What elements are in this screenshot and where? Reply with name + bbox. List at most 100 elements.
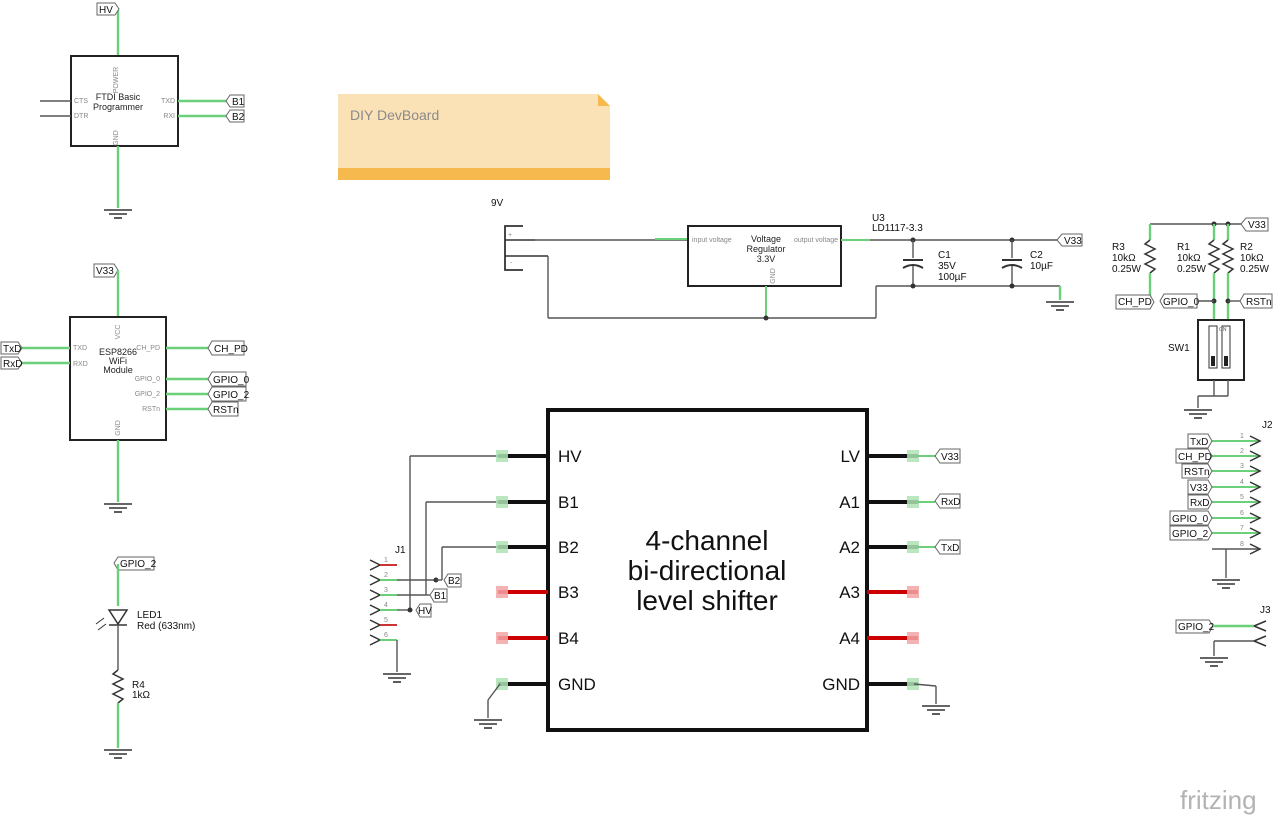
shifter-label-left: B3 xyxy=(558,583,579,602)
r2-rstn-label: RSTn xyxy=(1246,297,1272,308)
esp8266-module[interactable]: V33 ESP8266 WiFi Module VCC GND TXD RXD … xyxy=(0,263,250,513)
supply-minus: - xyxy=(510,260,513,267)
connector-icon xyxy=(1249,543,1262,555)
reg-v33-label: V33 xyxy=(1064,236,1082,247)
resistor-icon xyxy=(111,669,125,704)
shifter-pin-left[interactable] xyxy=(496,450,508,462)
shifter-rxd-label: RxD xyxy=(941,497,960,508)
j2-pin-number: 3 xyxy=(1240,463,1244,470)
connector-icon xyxy=(369,574,382,586)
c1-voltage: 35V xyxy=(938,261,956,272)
shifter-label-right: A3 xyxy=(839,583,860,602)
note-text: DIY DevBoard xyxy=(350,107,439,123)
fritzing-logo: fritzing xyxy=(1180,785,1257,815)
ground-icon xyxy=(1183,409,1213,419)
led-color: Red (633nm) xyxy=(137,621,195,632)
shifter-label-left: GND xyxy=(558,675,596,694)
j1-pin-number: 1 xyxy=(384,557,388,564)
shifter-pin-left[interactable] xyxy=(496,632,508,644)
esp-rxd-label: RxD xyxy=(3,359,22,370)
reg-name: Voltage xyxy=(751,234,781,244)
reg-part: LD1117-3.3 xyxy=(872,223,923,234)
led-circuit[interactable]: GPIO_2 LED1 Red (633nm) R4 1kΩ xyxy=(95,556,195,759)
shifter-pin-left[interactable] xyxy=(496,586,508,598)
shifter-pin-right[interactable] xyxy=(907,632,919,644)
shifter-pin-right[interactable] xyxy=(907,541,919,553)
shifter-pin-left[interactable] xyxy=(496,496,508,508)
connector-icon xyxy=(1253,620,1267,632)
resistor-icon xyxy=(1221,239,1235,274)
j2-pin-number: 8 xyxy=(1240,541,1244,548)
shifter-pin-right[interactable] xyxy=(907,678,919,690)
esp-pin-chpd: CH_PD xyxy=(136,345,160,352)
sw-v33-label: V33 xyxy=(1248,220,1266,231)
shifter-pin-left[interactable] xyxy=(496,678,508,690)
dip-switch-icon[interactable] xyxy=(1197,319,1245,381)
supply-label: 9V xyxy=(491,198,504,209)
j1-pin-number: 3 xyxy=(384,587,388,594)
connector-icon xyxy=(1249,527,1262,539)
r3-chpd-label: CH_PD xyxy=(1118,297,1152,308)
ground-icon xyxy=(103,503,133,513)
shifter-v33-label: V33 xyxy=(941,452,959,463)
j2-net-label: RxD xyxy=(1190,498,1209,509)
sw-on-label: ON xyxy=(1219,327,1227,333)
shifter-pin-right[interactable] xyxy=(907,496,919,508)
j2-pin-number: 1 xyxy=(1240,433,1244,440)
c2-ref: C2 xyxy=(1030,250,1043,261)
shifter-title-2: bi-directional xyxy=(628,555,787,586)
shifter-label-right: A4 xyxy=(839,629,860,648)
j2-net-label: GPIO_2 xyxy=(1172,529,1209,540)
esp-pin-rstn: RSTn xyxy=(142,406,160,413)
connector-icon xyxy=(1249,450,1262,462)
connector-icon xyxy=(1249,512,1262,524)
reg-gnd-label: GND xyxy=(770,268,777,284)
j2-net-label: GPIO_0 xyxy=(1172,514,1209,525)
led-ref: LED1 xyxy=(137,610,162,621)
j2-net-label: RSTn xyxy=(1184,467,1210,478)
j1-b1-label: B1 xyxy=(434,591,447,602)
r2-ref: R2 xyxy=(1240,242,1253,253)
ftdi-programmer[interactable]: HV FTDI Basic Programmer POWER GND CTS D… xyxy=(40,2,245,219)
j2-pin-number: 2 xyxy=(1240,448,1244,455)
reg-name-3: 3.3V xyxy=(757,254,776,264)
ftdi-pin-cts: CTS xyxy=(74,98,88,105)
j3-header[interactable]: J3 GPIO_2 xyxy=(1175,605,1271,667)
power-section[interactable]: 9V + - Voltage Regulator 3.3V input volt… xyxy=(491,198,1083,321)
shifter-pin-left[interactable] xyxy=(496,541,508,553)
j2-ref: J2 xyxy=(1262,420,1273,431)
ftdi-pin-txd: TXD xyxy=(161,98,175,105)
j2-header[interactable]: J2 1TxD2CH_PD3RSTn4V335RxD6GPIO_07GPIO_2… xyxy=(1169,420,1273,589)
dc-jack-icon xyxy=(504,225,523,271)
r3-value: 10kΩ xyxy=(1112,253,1136,264)
level-shifter[interactable]: 4-channel bi-directional level shifter H… xyxy=(473,408,961,732)
j2-pin-number: 5 xyxy=(1240,494,1244,501)
reset-switch-section[interactable]: V33 R3 10kΩ 0.25W CH_PD R1 10kΩ 0.25W GP… xyxy=(1112,217,1273,419)
esp-pin-gpio2: GPIO_2 xyxy=(135,391,160,398)
shifter-pin-right[interactable] xyxy=(907,586,919,598)
ftdi-name-2: Programmer xyxy=(93,102,143,112)
j1-hv-label: HV xyxy=(418,606,432,617)
esp-pin-vcc: VCC xyxy=(115,325,122,340)
j2-pin-number: 6 xyxy=(1240,510,1244,517)
devboard-note[interactable]: DIY DevBoard xyxy=(338,94,610,180)
ground-icon xyxy=(103,749,133,759)
shifter-title-1: 4-channel xyxy=(646,525,769,556)
r4-value: 1kΩ xyxy=(132,690,151,701)
j2-net-label: TxD xyxy=(1190,437,1208,448)
resistor-icon xyxy=(1143,239,1157,274)
c2-cap: 10µF xyxy=(1030,261,1053,272)
shifter-title-3: level shifter xyxy=(636,585,778,616)
shifter-pin-right[interactable] xyxy=(907,450,919,462)
j3-gpio2-label: GPIO_2 xyxy=(1178,622,1215,633)
j1-pin-number: 4 xyxy=(384,602,388,609)
esp-name: ESP8266 xyxy=(99,347,137,357)
connector-icon xyxy=(1249,481,1262,493)
esp-name-3: Module xyxy=(103,365,133,375)
ground-icon xyxy=(473,719,503,729)
shifter-txd-label: TxD xyxy=(941,543,959,554)
led-gpio2-label: GPIO_2 xyxy=(120,559,157,570)
shifter-label-right: LV xyxy=(840,447,860,466)
